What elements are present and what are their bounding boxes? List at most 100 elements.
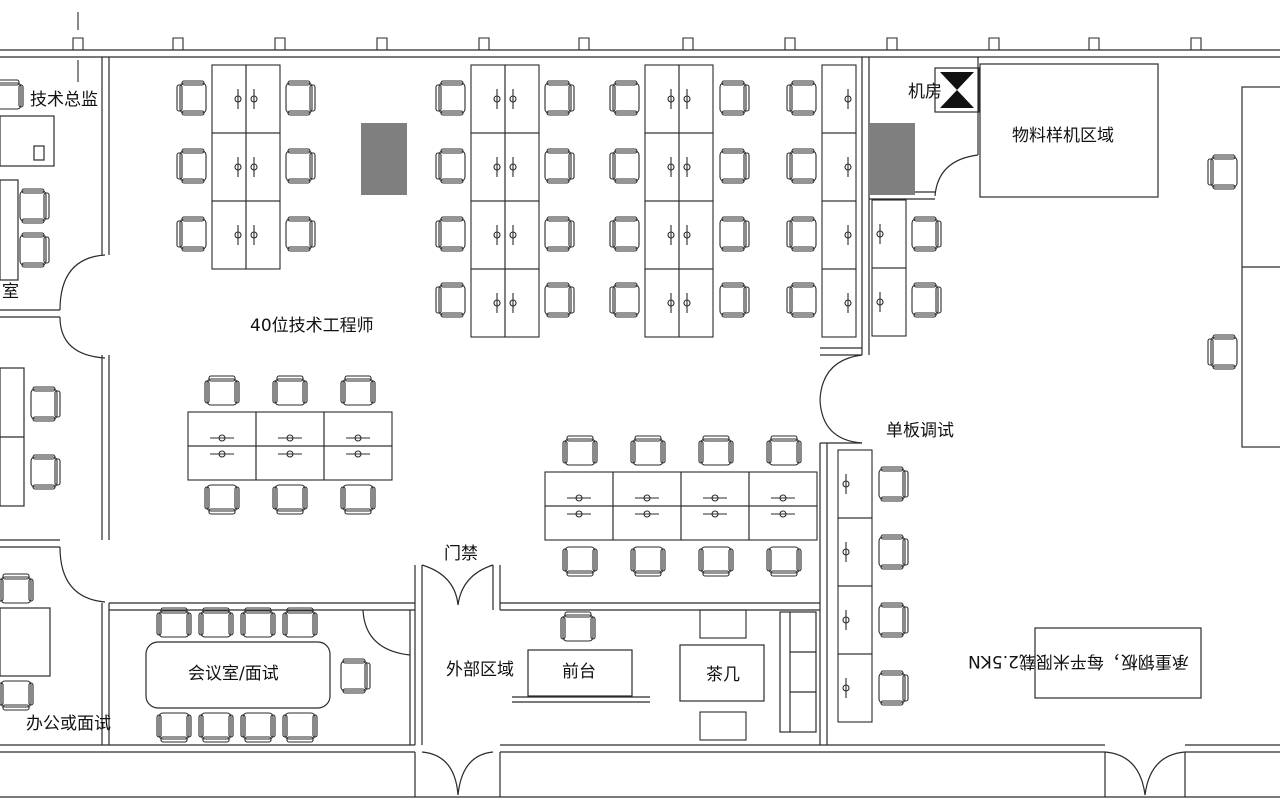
chair-arm	[32, 386, 56, 392]
chair	[284, 712, 316, 740]
chair-arm	[340, 380, 346, 404]
chair-arm	[287, 246, 311, 252]
chair-arm	[880, 670, 904, 676]
chair-back	[202, 607, 230, 614]
chair-arm	[546, 110, 570, 116]
chair-back	[208, 375, 236, 382]
wall-column	[478, 37, 490, 50]
chair-arm	[156, 612, 162, 636]
chair-arm	[181, 80, 205, 86]
chair	[632, 546, 664, 574]
chair	[789, 218, 817, 250]
chair	[1210, 156, 1238, 188]
door-swing	[362, 609, 411, 656]
chair-arm	[796, 440, 802, 464]
chair-arm	[791, 178, 815, 184]
chair-arm	[440, 178, 464, 184]
chair-arm	[614, 110, 638, 116]
chair-back	[276, 375, 304, 382]
chair-arm	[181, 110, 205, 116]
chair	[340, 660, 368, 692]
chair-back	[902, 538, 909, 566]
chair-back	[568, 152, 575, 180]
chair-back	[364, 662, 371, 690]
chair-arm	[370, 380, 376, 404]
floor-load-note-label: 承重钢板，每平米限载2.5KN	[968, 651, 1189, 671]
door-swing	[421, 751, 459, 796]
chair-arm	[796, 548, 802, 572]
chair	[544, 150, 572, 182]
chair-arm	[234, 380, 240, 404]
chair	[719, 82, 747, 114]
chair-arm	[342, 688, 366, 694]
chair-arm	[32, 416, 56, 422]
chair-arm	[181, 178, 205, 184]
chair-arm	[282, 612, 288, 636]
chair-arm	[342, 658, 366, 664]
chair-back	[609, 220, 616, 248]
wall-column	[172, 37, 184, 50]
chair-back	[568, 286, 575, 314]
chair-arm	[546, 312, 570, 318]
chair-arm	[240, 612, 246, 636]
chair	[700, 438, 732, 466]
chair-arm	[228, 714, 234, 738]
chair-arm	[1212, 184, 1236, 190]
chair-back	[786, 84, 793, 112]
chair-arm	[270, 714, 276, 738]
chair	[342, 378, 374, 406]
chair-arm	[546, 216, 570, 222]
chair-back	[160, 607, 188, 614]
chair	[612, 82, 640, 114]
engineers-label: 40位技术工程师	[250, 316, 374, 336]
chair-arm	[590, 616, 596, 640]
chair-back	[743, 84, 750, 112]
chair-arm	[18, 84, 24, 108]
chair-back	[786, 220, 793, 248]
chair-arm	[282, 714, 288, 738]
door-swing	[457, 564, 494, 606]
chair	[544, 218, 572, 250]
chair-arm	[234, 486, 240, 510]
chair-back	[935, 220, 942, 248]
chair-back	[435, 152, 442, 180]
chair-back	[702, 435, 730, 442]
chair-arm	[880, 534, 904, 540]
chair-arm	[340, 486, 346, 510]
chair-arm	[630, 548, 636, 572]
chair-arm	[302, 380, 308, 404]
chair	[768, 438, 800, 466]
desk	[245, 200, 281, 270]
chair-arm	[592, 440, 598, 464]
chair	[789, 284, 817, 316]
chair-back	[568, 84, 575, 112]
chair-arm	[721, 216, 745, 222]
chair-back	[770, 570, 798, 577]
chair-back	[309, 220, 316, 248]
chair-arm	[32, 484, 56, 490]
chair-back	[786, 286, 793, 314]
chair	[911, 284, 939, 316]
chair-back	[743, 152, 750, 180]
chair-arm	[546, 80, 570, 86]
chair-arm	[791, 80, 815, 86]
chair	[719, 218, 747, 250]
chair-back	[208, 508, 236, 515]
wall-column	[886, 37, 898, 50]
chair-back	[902, 470, 909, 498]
chair-back	[634, 435, 662, 442]
chair-back	[54, 458, 61, 486]
chair-arm	[0, 682, 4, 706]
chair	[544, 82, 572, 114]
server-unit	[934, 67, 980, 113]
chair-back	[176, 220, 183, 248]
chair-arm	[156, 714, 162, 738]
chair	[878, 672, 906, 704]
chair-back	[566, 435, 594, 442]
wall-column	[274, 37, 286, 50]
chair	[438, 218, 466, 250]
chair-arm	[913, 312, 937, 318]
chair	[206, 378, 238, 406]
chair-back	[309, 152, 316, 180]
chair-arm	[272, 380, 278, 404]
